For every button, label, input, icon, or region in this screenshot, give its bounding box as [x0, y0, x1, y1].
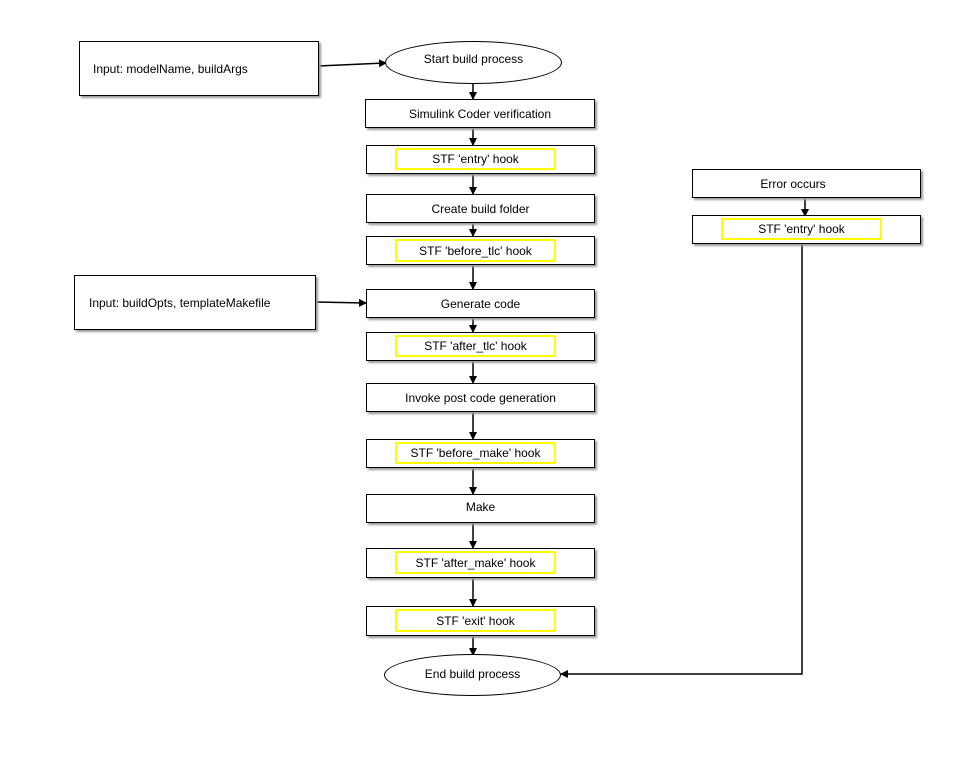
create-folder-label: Create build folder — [431, 201, 530, 216]
generate-code-box: Generate code — [366, 289, 595, 318]
start-label: Start build process — [423, 51, 524, 66]
make-box: Make — [366, 494, 595, 523]
after-make-hook-highlight: STF 'after_make' hook — [395, 551, 556, 574]
arrow-input-to-start — [317, 59, 387, 68]
verification-label: Simulink Coder verification — [408, 106, 552, 121]
after-make-hook-label: STF 'after_make' hook — [415, 555, 536, 570]
post-codegen-label: Invoke post code generation — [405, 390, 556, 405]
before-make-hook-highlight: STF 'before_make' hook — [395, 442, 556, 464]
start-node: Start build process — [385, 41, 562, 84]
error-entry-hook-highlight: STF 'entry' hook — [721, 218, 882, 240]
after-make-hook-box: STF 'after_make' hook — [366, 548, 595, 578]
after-tlc-hook-label: STF 'after_tlc' hook — [424, 339, 527, 353]
make-label: Make — [465, 499, 496, 514]
before-tlc-hook-highlight: STF 'before_tlc' hook — [395, 239, 556, 262]
entry-hook-box: STF 'entry' hook — [366, 145, 595, 174]
arrow-error-entry-to-end — [560, 243, 803, 678]
after-tlc-hook-highlight: STF 'after_tlc' hook — [395, 335, 556, 357]
end-node: End build process — [384, 654, 561, 696]
arrow-buildopts-to-generate — [314, 298, 367, 307]
end-label: End build process — [424, 667, 521, 681]
create-folder-box: Create build folder — [366, 194, 595, 223]
before-make-hook-box: STF 'before_make' hook — [366, 439, 595, 468]
post-codegen-box: Invoke post code generation — [366, 383, 595, 412]
input-buildopts-box: Input: buildOpts, templateMakefile — [74, 275, 316, 330]
exit-hook-highlight: STF 'exit' hook — [395, 609, 556, 632]
error-entry-hook-label: STF 'entry' hook — [758, 222, 845, 236]
input-model-box: Input: modelName, buildArgs — [79, 41, 319, 96]
error-entry-hook-box: STF 'entry' hook — [692, 215, 921, 244]
input-model-label: Input: modelName, buildArgs — [93, 61, 248, 76]
error-occurs-box: Error occurs — [692, 169, 921, 198]
before-make-hook-label: STF 'before_make' hook — [410, 446, 541, 460]
after-tlc-hook-box: STF 'after_tlc' hook — [366, 332, 595, 361]
exit-hook-box: STF 'exit' hook — [366, 606, 595, 636]
exit-hook-label: STF 'exit' hook — [436, 613, 515, 628]
before-tlc-hook-label: STF 'before_tlc' hook — [419, 243, 532, 258]
entry-hook-highlight: STF 'entry' hook — [395, 148, 556, 170]
before-tlc-hook-box: STF 'before_tlc' hook — [366, 236, 595, 265]
generate-code-label: Generate code — [440, 296, 521, 311]
entry-hook-label: STF 'entry' hook — [432, 152, 519, 166]
error-occurs-label: Error occurs — [760, 176, 826, 191]
verification-box: Simulink Coder verification — [365, 99, 595, 128]
input-buildopts-label: Input: buildOpts, templateMakefile — [89, 296, 271, 310]
